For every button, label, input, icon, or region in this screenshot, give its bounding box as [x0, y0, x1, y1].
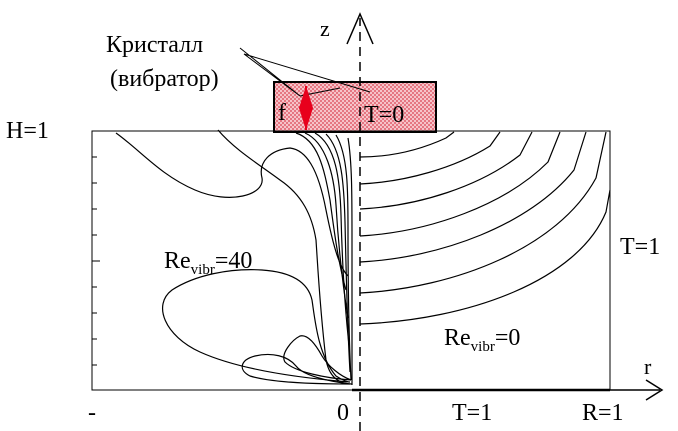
reynolds-right-base: Re — [444, 325, 471, 351]
left-dash-mark: - — [88, 400, 96, 426]
left-tick-marks — [92, 130, 100, 366]
r-axis — [352, 379, 664, 401]
reynolds-right-label: Revibr=0 — [444, 325, 520, 355]
z-axis — [346, 12, 374, 431]
height-label: H=1 — [6, 118, 49, 144]
radius-label: R=1 — [582, 400, 624, 426]
r-axis-label: r — [644, 354, 652, 379]
top-temperature-label: T=0 — [364, 102, 404, 128]
reynolds-right-subscript: vibr — [471, 339, 495, 355]
z-axis-label: z — [320, 16, 330, 41]
reynolds-left-label: Revibr=40 — [164, 248, 252, 278]
isotherms-right — [359, 131, 611, 325]
streamlines-left — [115, 129, 353, 385]
crystal-vibrator — [273, 81, 437, 133]
origin-label: 0 — [337, 400, 349, 426]
reynolds-left-base: Re — [164, 248, 191, 274]
crystal-label-line2: (вибратор) — [110, 66, 219, 92]
reynolds-left-subscript: vibr — [191, 262, 215, 278]
right-temperature-label: T=1 — [620, 234, 660, 260]
reynolds-right-value: =0 — [495, 325, 521, 351]
crystal-label-line1: Кристалл — [106, 32, 203, 58]
bottom-temperature-label: T=1 — [452, 400, 492, 426]
reynolds-left-value: =40 — [215, 248, 253, 274]
frequency-label: f — [278, 100, 286, 126]
vibration-arrow — [299, 86, 313, 130]
